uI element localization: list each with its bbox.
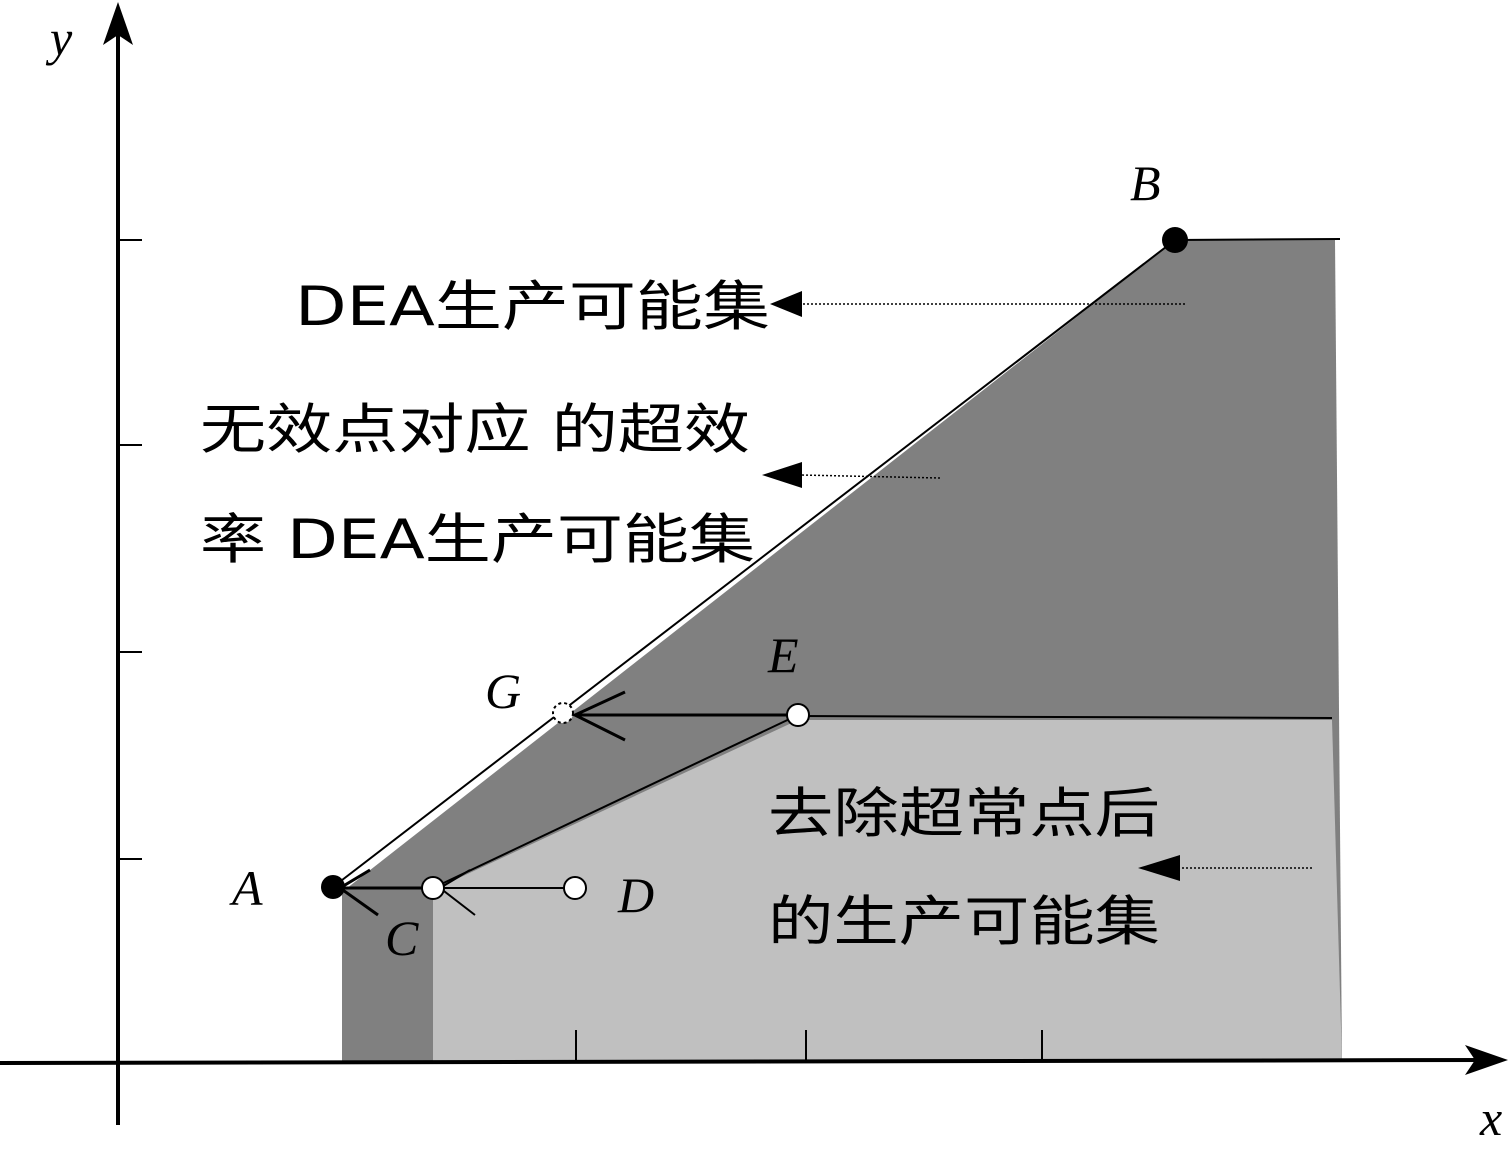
label-e: E [767, 627, 799, 683]
pointer-dea-set-head [770, 291, 802, 317]
y-ticks [118, 239, 142, 860]
annotation-super-eff-2: 率 DEA生产可能集 [200, 508, 755, 571]
annotation-removed-2: 的生产可能集 [768, 890, 1160, 953]
label-c: C [385, 910, 419, 966]
label-b: B [1130, 155, 1161, 211]
x-axis-label: x [1479, 1090, 1502, 1146]
pointer-super-eff [799, 474, 941, 479]
frontier-c-e [432, 714, 799, 889]
point-c [421, 876, 445, 900]
x-axis-arrowhead [1465, 1045, 1508, 1075]
pointer-removed-head [1138, 855, 1180, 881]
y-axis-label: y [45, 10, 73, 66]
point-g [552, 702, 574, 724]
label-g: G [485, 663, 521, 719]
arrow-e-to-g [571, 690, 798, 742]
x-axis [0, 1058, 1491, 1065]
frontier-b-right [1174, 238, 1341, 241]
y-axis-arrowhead [103, 2, 133, 45]
point-b [1162, 227, 1188, 253]
x-ticks [575, 1030, 1043, 1060]
point-a [321, 875, 345, 899]
annotation-dea-set: DEA生产可能集 [295, 275, 770, 338]
point-d [563, 876, 587, 900]
frontier-a-b [332, 239, 1176, 888]
label-d: D [617, 867, 654, 923]
annotation-super-eff-1: 无效点对应 的超效 [200, 398, 750, 461]
production-set-without-outlier [433, 720, 1342, 1062]
label-a: A [229, 860, 263, 916]
point-e [786, 703, 810, 727]
frontier-e-right [797, 715, 1333, 719]
pointer-super-eff-head [762, 462, 802, 488]
annotation-removed-1: 去除超常点后 [768, 782, 1160, 845]
